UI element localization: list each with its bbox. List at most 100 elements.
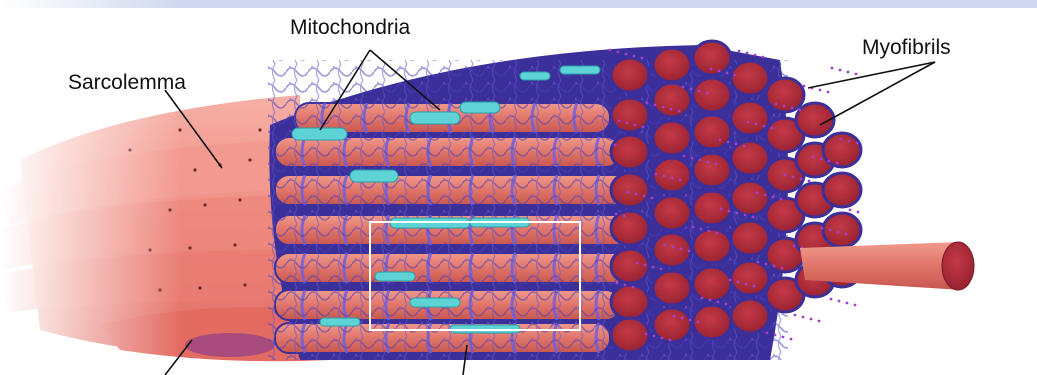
myofibril-end — [653, 121, 691, 155]
reticulum-dot — [766, 332, 769, 335]
reticulum-dot — [780, 198, 783, 201]
reticulum-dot — [763, 125, 766, 128]
reticulum-dot — [773, 265, 776, 268]
mitochondrion — [375, 272, 415, 281]
reticulum-dot — [820, 158, 823, 161]
reticulum-dot — [644, 264, 647, 267]
reticulum-dot — [790, 338, 793, 341]
myofibril-end — [611, 173, 649, 207]
reticulum-dot — [643, 195, 646, 198]
reticulum-dot — [672, 246, 675, 249]
reticulum-dot — [735, 143, 738, 146]
sarcolemma-label: Sarcolemma — [68, 72, 186, 93]
reticulum-dot — [802, 316, 805, 319]
reticulum-dot — [626, 122, 629, 125]
reticulum-dot — [757, 261, 760, 264]
reticulum-dot — [812, 156, 815, 159]
reticulum-dot — [753, 285, 756, 288]
reticulum-dot — [616, 282, 619, 285]
myofibrils-label: Myofibrils — [862, 37, 951, 58]
mitochondrion — [292, 128, 347, 140]
myofibril-end — [693, 191, 731, 225]
myofibril-end — [611, 211, 649, 245]
mitochondrion — [460, 102, 500, 113]
reticulum-dot — [720, 208, 723, 211]
reticulum-dot — [803, 85, 806, 88]
reticulum-dot — [837, 231, 840, 234]
myofibril-end — [653, 158, 691, 192]
reticulum-dot — [764, 194, 767, 197]
reticulum-dot — [623, 215, 626, 218]
reticulum-dot — [746, 52, 749, 55]
reticulum-dot — [690, 88, 693, 91]
reticulum-dot — [794, 314, 797, 317]
reticulum-dot — [706, 92, 709, 95]
reticulum-dot — [691, 157, 694, 160]
mitochondrion — [320, 318, 360, 326]
reticulum-dot — [762, 56, 765, 59]
reticulum-dot — [627, 191, 630, 194]
mitochondrion — [350, 170, 398, 182]
reticulum-dot — [808, 180, 811, 183]
reticulum-dot — [614, 144, 617, 147]
reticulum-dot — [791, 107, 794, 110]
reticulum-dot — [683, 155, 686, 158]
reticulum-dot — [699, 159, 702, 162]
myofibril-end — [731, 141, 769, 175]
myofibril-end — [693, 153, 731, 187]
reticulum-dot — [855, 73, 858, 76]
reticulum-dot — [653, 335, 656, 338]
reticulum-dot — [698, 90, 701, 93]
reticulum-dot — [615, 213, 618, 216]
myofibril-end — [611, 58, 649, 92]
reticulum-dot — [827, 91, 830, 94]
reticulum-dot — [633, 55, 636, 58]
reticulum-dot — [771, 127, 774, 130]
reticulum-dot — [641, 57, 644, 60]
reticulum-dot — [828, 160, 831, 163]
reticulum-dot — [836, 162, 839, 165]
reticulum-dot — [689, 319, 692, 322]
reticulum-dot — [670, 108, 673, 111]
reticulum-dot — [679, 179, 682, 182]
reticulum-dot — [646, 102, 649, 105]
myofibril-end — [653, 233, 691, 267]
reticulum-dot — [782, 336, 785, 339]
reticulum-dot — [624, 284, 627, 287]
myofibril-end — [693, 115, 731, 149]
reticulum-dot — [847, 71, 850, 74]
reticulum-dot — [652, 266, 655, 269]
reticulum-dot — [839, 69, 842, 72]
reticulum-dot — [756, 192, 759, 195]
reticulum-dot — [660, 268, 663, 271]
myofibril-end — [611, 249, 649, 283]
reticulum-dot — [678, 110, 681, 113]
reticulum-dot — [830, 298, 833, 301]
reticulum-dot — [632, 286, 635, 289]
myofibril-end — [693, 78, 731, 112]
reticulum-dot — [688, 250, 691, 253]
myofibril-end — [731, 299, 769, 333]
reticulum-dot — [829, 229, 832, 232]
reticulum-dot — [774, 334, 777, 337]
reticulum-dot — [661, 337, 664, 340]
reticulum-dot — [708, 230, 711, 233]
myofibril-end — [611, 285, 649, 319]
myofibril-end — [823, 173, 861, 207]
reticulum-dot — [682, 86, 685, 89]
reticulum-dot — [642, 126, 645, 129]
reticulum-dot — [635, 193, 638, 196]
reticulum-dot — [772, 196, 775, 199]
reticulum-dot — [849, 209, 852, 212]
reticulum-dot — [755, 123, 758, 126]
reticulum-dot — [673, 315, 676, 318]
reticulum-dot — [716, 232, 719, 235]
reticulum-dot — [783, 105, 786, 108]
reticulum-dot — [792, 176, 795, 179]
reticulum-dot — [662, 106, 665, 109]
reticulum-dot — [819, 89, 822, 92]
reticulum-dot — [727, 141, 730, 144]
reticulum-dot — [744, 214, 747, 217]
reticulum-dot — [737, 281, 740, 284]
reticulum-dot — [747, 121, 750, 124]
